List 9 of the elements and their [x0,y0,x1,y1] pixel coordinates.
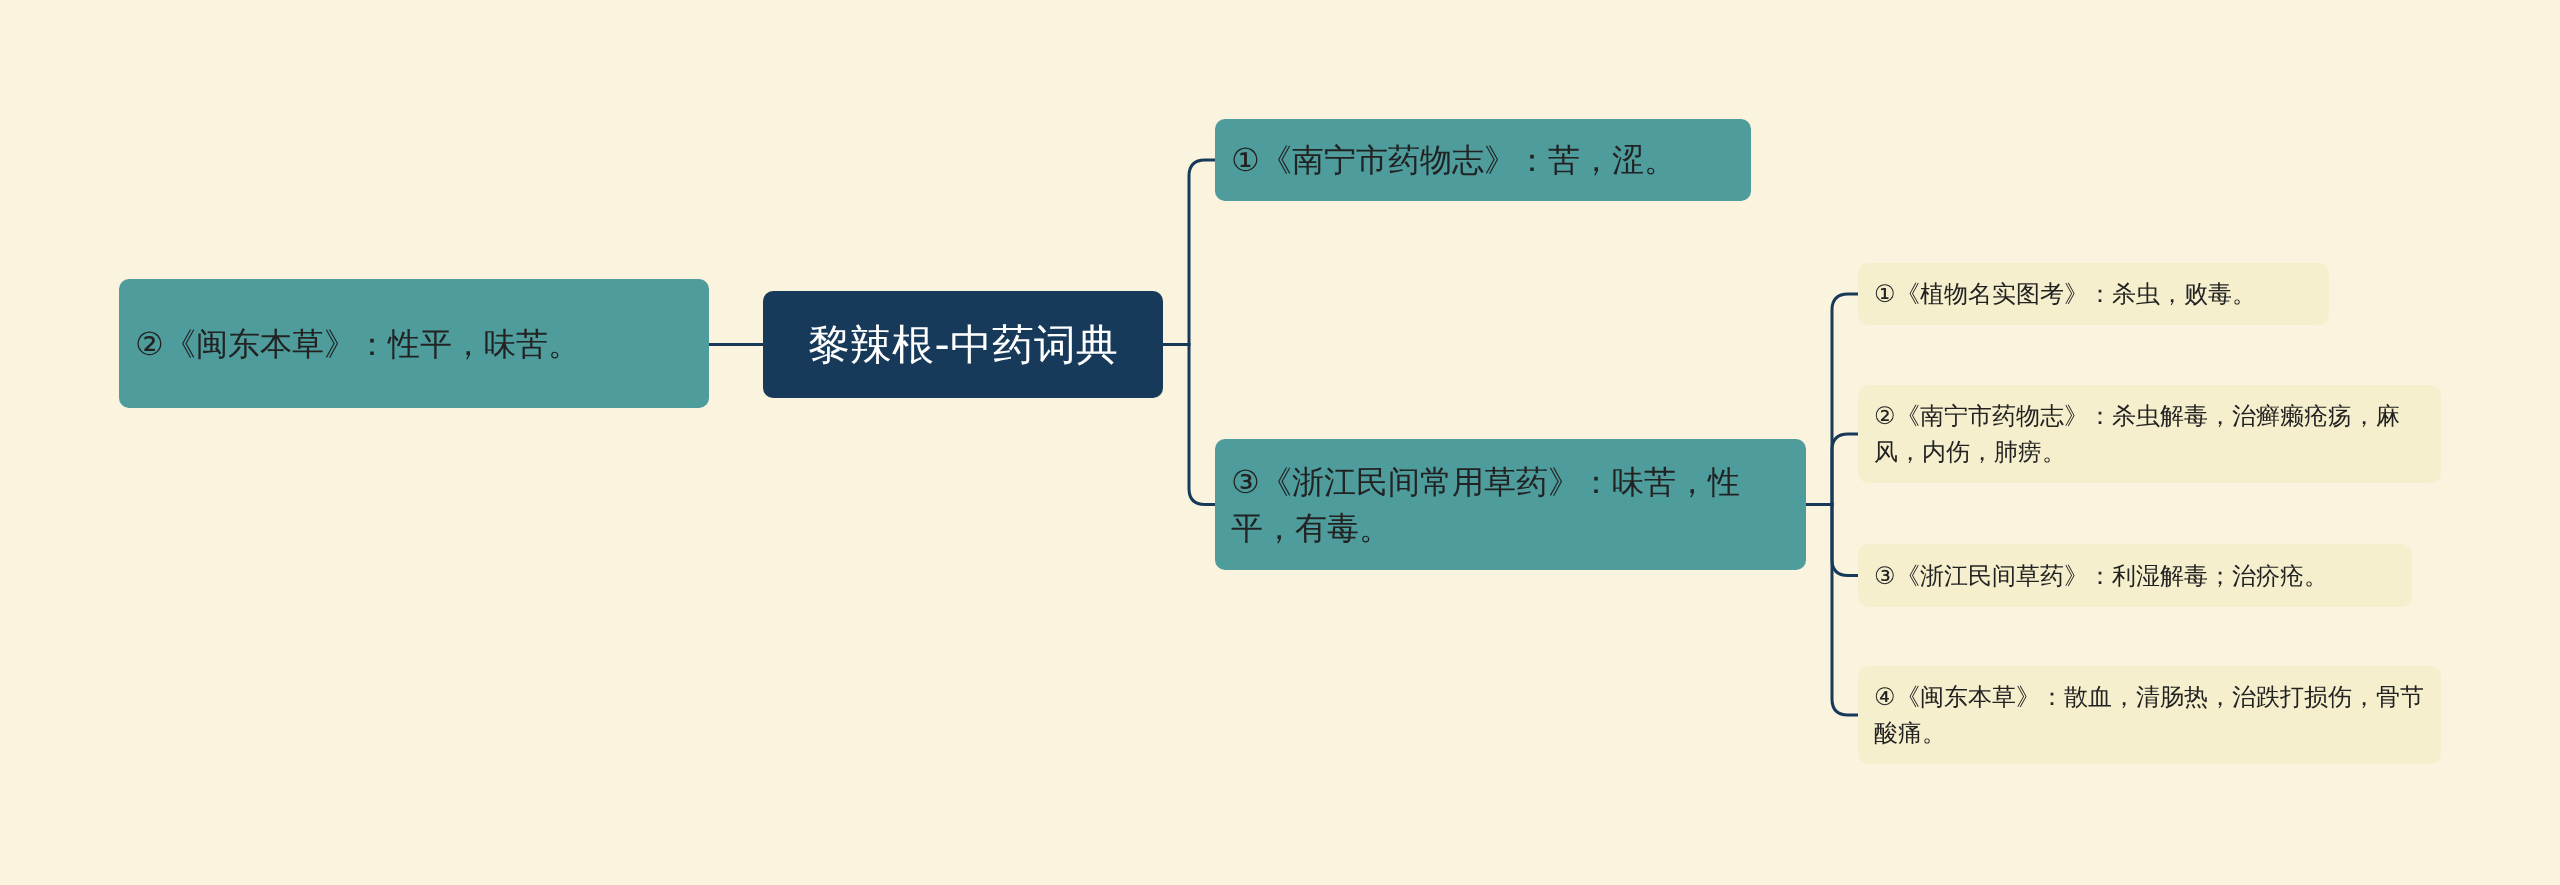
topic-box: ②《闽东本草》：性平，味苦。 [119,279,709,408]
connector-line [709,343,763,346]
subtopic-box: ②《南宁市药物志》：杀虫解毒，治癣癞疮疡，麻风，内伤，肺痨。 [1858,385,2441,483]
subtopic-box: ④《闽东本草》：散血，清肠热，治跌打损伤，骨节酸痛。 [1858,666,2441,764]
topic-box: ③《浙江民间常用草药》：味苦，性平，有毒。 [1215,439,1806,570]
subtopic-box: ③《浙江民间草药》：利湿解毒；治疥疮。 [1858,544,2412,607]
topic-box: ①《南宁市药物志》：苦，涩。 [1215,119,1751,201]
title-box: 黎辣根-中药词典 [763,291,1163,398]
subtopic-box: ①《植物名实图考》：杀虫，败毒。 [1858,263,2329,325]
